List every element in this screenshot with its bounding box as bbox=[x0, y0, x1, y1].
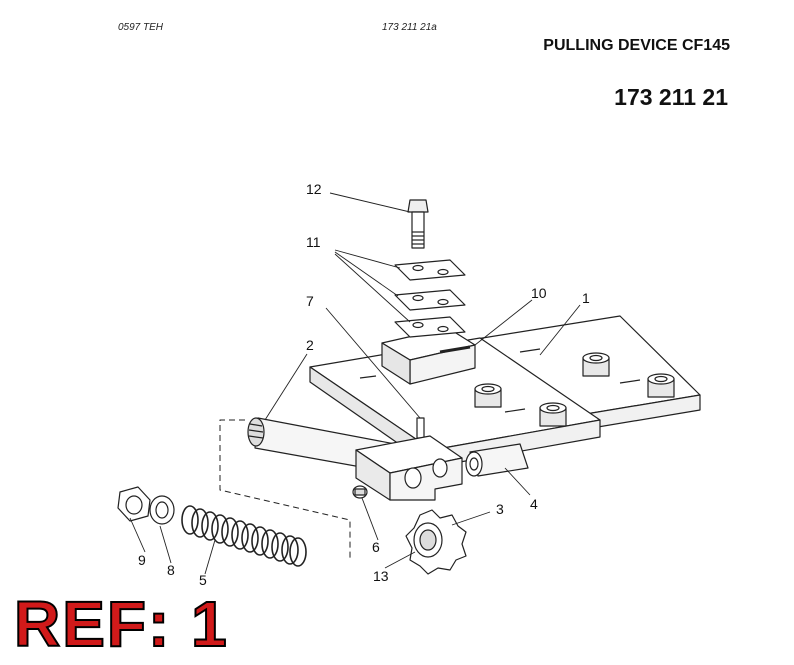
leader-lines bbox=[129, 192, 581, 575]
hex-nut bbox=[117, 486, 151, 522]
shim-plate-bottom bbox=[394, 316, 466, 338]
callout-11: 11 bbox=[306, 234, 321, 250]
drawing-code: 173 211 21a bbox=[382, 22, 437, 33]
callout-9: 9 bbox=[138, 552, 146, 568]
spring bbox=[181, 505, 307, 567]
page-title: PULLING DEVICE CF145 bbox=[543, 37, 730, 54]
roller-1 bbox=[582, 352, 610, 377]
callout-4: 4 bbox=[530, 496, 538, 512]
shim-plate-middle bbox=[394, 289, 466, 311]
callout-8: 8 bbox=[167, 562, 175, 578]
callout-6: 6 bbox=[372, 539, 380, 555]
callout-7: 7 bbox=[306, 293, 314, 309]
roller-3 bbox=[474, 383, 502, 408]
holder-block bbox=[355, 435, 463, 501]
clip bbox=[352, 485, 368, 499]
roller-4 bbox=[539, 402, 567, 427]
callout-2: 2 bbox=[306, 337, 314, 353]
callout-3: 3 bbox=[496, 501, 504, 517]
shim-plate-top bbox=[394, 259, 466, 281]
part-number: 173 211 21 bbox=[614, 84, 728, 110]
callout-1: 1 bbox=[582, 290, 590, 306]
callout-13: 13 bbox=[373, 568, 389, 584]
document-code: 0597 TEH bbox=[118, 22, 164, 33]
callout-5: 5 bbox=[199, 572, 207, 588]
callout-10: 10 bbox=[531, 285, 547, 301]
roller-2 bbox=[647, 373, 675, 398]
axle bbox=[465, 443, 529, 477]
washer bbox=[149, 495, 175, 525]
pin bbox=[416, 417, 425, 439]
callout-numbers: 12 11 7 10 1 2 3 4 6 13 9 8 5 bbox=[138, 181, 590, 588]
reference-label: REF: 1 bbox=[13, 588, 229, 660]
sprocket bbox=[405, 509, 467, 575]
callout-12: 12 bbox=[306, 181, 322, 197]
assembly-guide bbox=[219, 419, 351, 560]
bolt bbox=[407, 199, 429, 249]
